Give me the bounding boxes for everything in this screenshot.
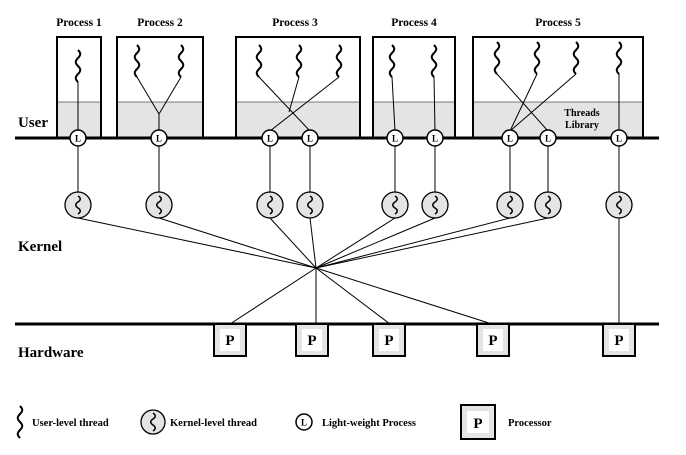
lwp-letter: L — [507, 134, 513, 144]
lwp-letter: L — [156, 134, 162, 144]
kernel-thread-icon — [145, 191, 173, 219]
lwp-circle: L — [69, 129, 87, 147]
lwp-letter: L — [392, 134, 398, 144]
legend-processor-label: Processor — [508, 418, 552, 429]
processor-icon: P — [295, 323, 329, 357]
lwp-letter: L — [75, 134, 81, 144]
lwp-circle: L — [261, 129, 279, 147]
lwp-letter: L — [301, 418, 307, 428]
processors: P P P P P — [213, 323, 636, 357]
lwp-circle: L — [501, 129, 519, 147]
legend-processor: P Processor — [460, 404, 552, 440]
processor-letter: P — [473, 416, 482, 432]
processor-letter: P — [488, 333, 497, 349]
process-2: Process 2 — [116, 17, 204, 139]
kernel-layer-label: Kernel — [18, 239, 62, 255]
process-3-title: Process 3 — [272, 17, 318, 29]
lwp-letter: L — [545, 134, 551, 144]
processor-letter: P — [384, 333, 393, 349]
user-layer-label: User — [18, 115, 48, 131]
process-3: Process 3 — [235, 17, 361, 139]
process-5: Process 5 Threads Library — [472, 17, 644, 139]
threads-library-label: Library — [565, 120, 599, 131]
kernel-thread-icon — [605, 191, 633, 219]
legend-user-thread: User-level thread — [16, 405, 109, 439]
kernel-thread-icon — [534, 191, 562, 219]
processor-icon: P — [372, 323, 406, 357]
lwp-kernel-lines — [77, 146, 620, 192]
legend-kernel-thread: Kernel-level thread — [140, 409, 257, 435]
kernel-thread-icon — [64, 191, 92, 219]
kernel-thread-icon — [296, 191, 324, 219]
processor-icon: P — [602, 323, 636, 357]
lwp-letter: L — [307, 134, 313, 144]
hardware-layer-label: Hardware — [18, 345, 84, 361]
kernel-thread-icon — [381, 191, 409, 219]
legend-kernel-thread-label: Kernel-level thread — [170, 418, 257, 429]
lwp-circles: L L L L L L L L L — [69, 129, 628, 147]
legend: User-level thread Kernel-level thread L … — [16, 404, 552, 440]
lwp-circle: L — [295, 413, 313, 431]
kernel-thread-icon — [140, 409, 166, 435]
legend-lwp: L Light-weight Process — [295, 413, 416, 431]
lwp-circle: L — [426, 129, 444, 147]
process-1-title: Process 1 — [56, 17, 102, 29]
lwp-circle: L — [150, 129, 168, 147]
lwp-circle: L — [386, 129, 404, 147]
lwp-circle: L — [301, 129, 319, 147]
processor-icon: P — [213, 323, 247, 357]
process-4: Process 4 — [372, 17, 456, 139]
process-2-title: Process 2 — [137, 17, 183, 29]
kernel-thread-icon — [496, 191, 524, 219]
processor-icon: P — [460, 404, 496, 440]
process-1: Process 1 — [56, 17, 102, 139]
lwp-letter: L — [267, 134, 273, 144]
processor-letter: P — [225, 333, 234, 349]
lwp-letter: L — [432, 134, 438, 144]
lwp-letter: L — [616, 134, 622, 144]
processor-letter: P — [614, 333, 623, 349]
legend-lwp-label: Light-weight Process — [322, 418, 416, 429]
lwp-circle: L — [610, 129, 628, 147]
user-thread-icon — [16, 405, 24, 439]
process-4-title: Process 4 — [391, 17, 437, 29]
lwp-circle: L — [539, 129, 557, 147]
processor-letter: P — [307, 333, 316, 349]
kernel-threads — [64, 191, 633, 219]
processor-icon: P — [476, 323, 510, 357]
legend-user-thread-label: User-level thread — [32, 418, 109, 429]
kernel-thread-icon — [256, 191, 284, 219]
kernel-thread-icon — [421, 191, 449, 219]
scheduler-lines — [77, 217, 620, 325]
threads-library-label: Threads — [564, 108, 599, 119]
thread-mapping-lines — [77, 73, 620, 132]
process-5-title: Process 5 — [535, 17, 581, 29]
